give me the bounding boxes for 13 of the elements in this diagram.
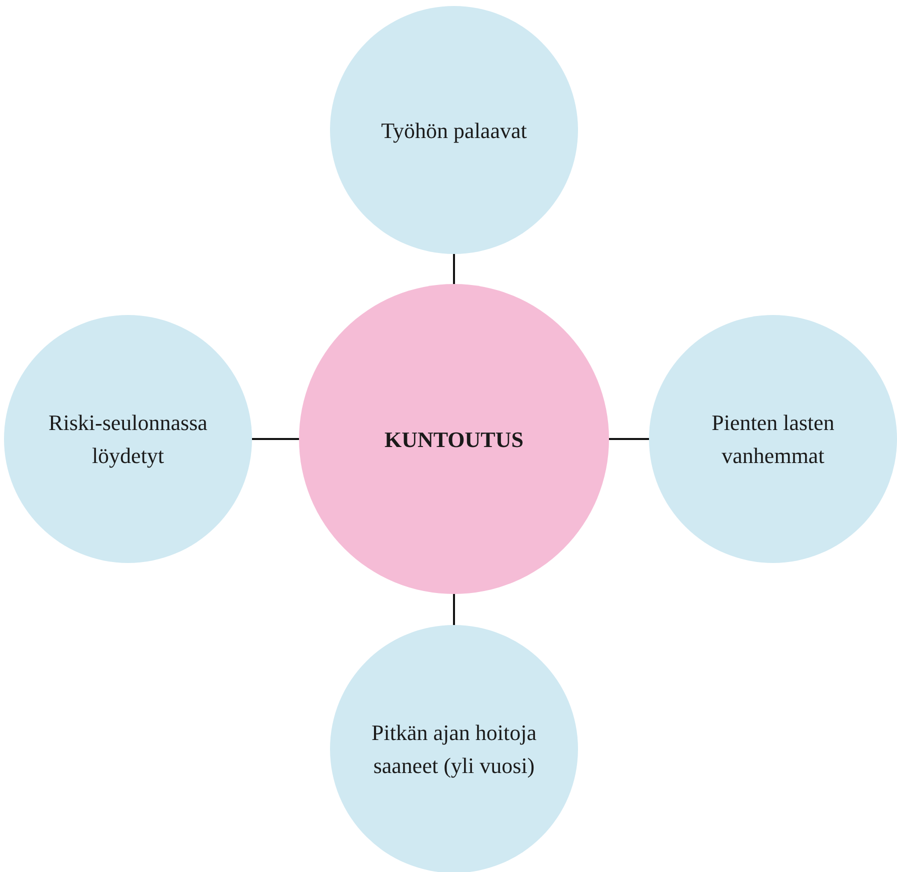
connector-line bbox=[453, 594, 455, 625]
circle-label: Riski-seulonnassa löydetyt bbox=[48, 409, 208, 470]
connector-line bbox=[453, 254, 455, 284]
connector-line bbox=[609, 438, 649, 440]
circle-label: KUNTOUTUS bbox=[384, 426, 524, 454]
topic-circle bbox=[4, 315, 252, 563]
topic-circle bbox=[330, 6, 578, 254]
central-circle bbox=[299, 284, 609, 594]
circle-label: Pitkän ajan hoitoja saaneet (yli vuosi) bbox=[370, 719, 538, 780]
circle-label: Työhön palaavat bbox=[380, 116, 528, 145]
circle-label: Pienten lasten vanhemmat bbox=[710, 409, 836, 470]
topic-circle bbox=[649, 315, 897, 563]
connector-line bbox=[252, 438, 299, 440]
